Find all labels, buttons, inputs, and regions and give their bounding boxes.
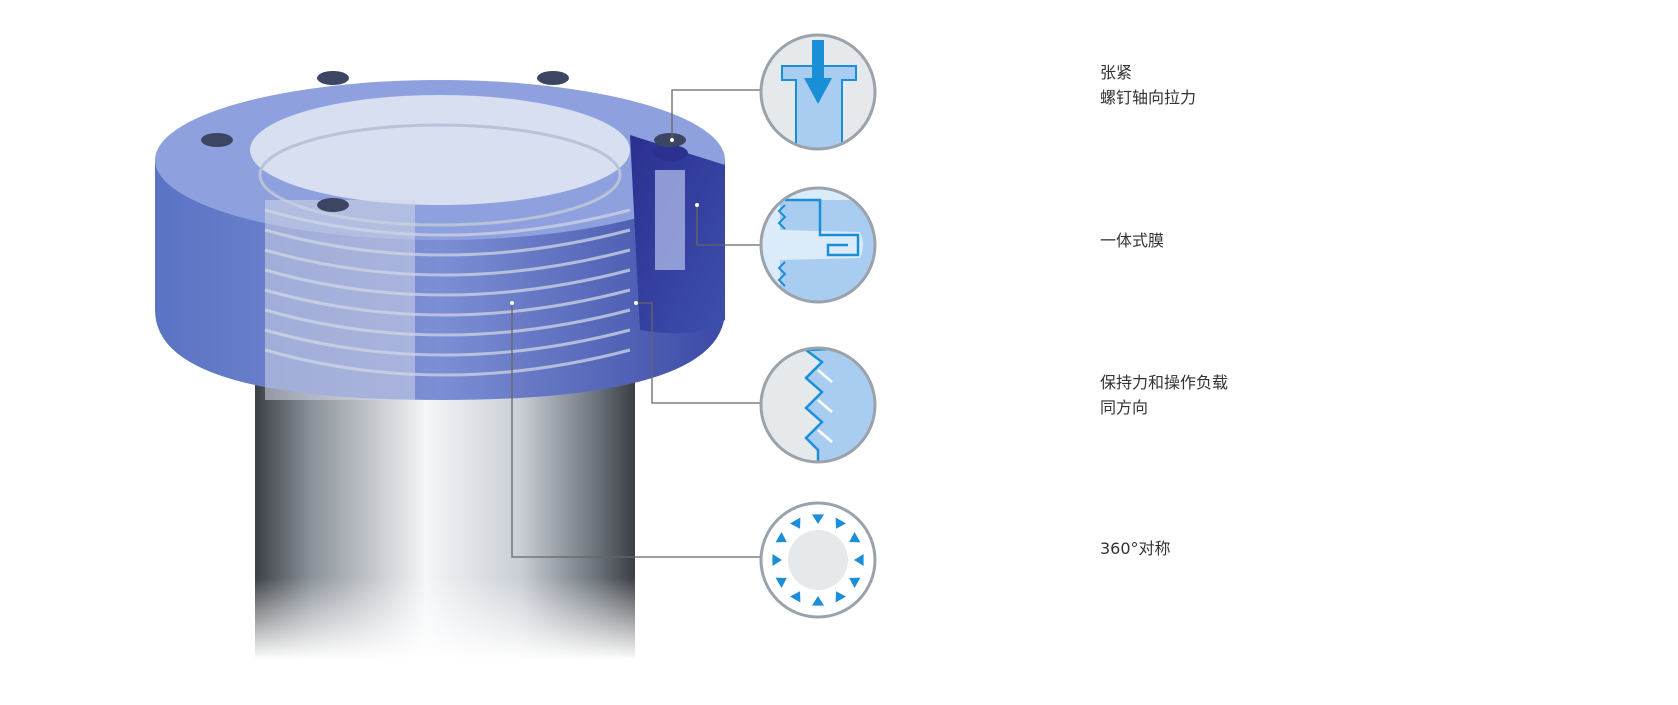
triangle-mark [775, 532, 787, 543]
triangle-mark [849, 532, 861, 543]
label-line: 保持力和操作负载 [1100, 373, 1229, 392]
radial-symmetry-icon [759, 501, 877, 619]
triangle-mark [812, 596, 824, 606]
label-line: 同方向 [1100, 398, 1149, 417]
feature-label-force-direction: 保持力和操作负载 同方向 [1100, 370, 1228, 420]
screw-axial-tension-icon [759, 33, 877, 151]
label-line: 一体式膜 [1100, 231, 1165, 250]
leader-lines [511, 89, 762, 558]
triangle-mark [772, 554, 782, 566]
triangle-mark [775, 577, 787, 588]
triangle-mark [835, 517, 846, 529]
label-line: 张紧 [1100, 63, 1133, 82]
label-line: 360°对称 [1100, 539, 1171, 558]
triangle-mark [790, 591, 801, 603]
triangle-mark [854, 554, 864, 566]
flange [155, 71, 725, 400]
label-line: 螺钉轴向拉力 [1100, 88, 1197, 107]
integral-membrane-icon [759, 186, 877, 304]
triangle-mark [835, 591, 846, 603]
feature-label-screw-tension: 张紧 螺钉轴向拉力 [1100, 60, 1196, 110]
triangle-mark [790, 517, 801, 529]
feature-label-membrane: 一体式膜 [1100, 228, 1164, 253]
feature-label-symmetry: 360°对称 [1100, 536, 1171, 561]
triangle-mark [812, 514, 824, 524]
thread-force-direction-icon [759, 346, 877, 464]
triangle-mark [849, 577, 861, 588]
